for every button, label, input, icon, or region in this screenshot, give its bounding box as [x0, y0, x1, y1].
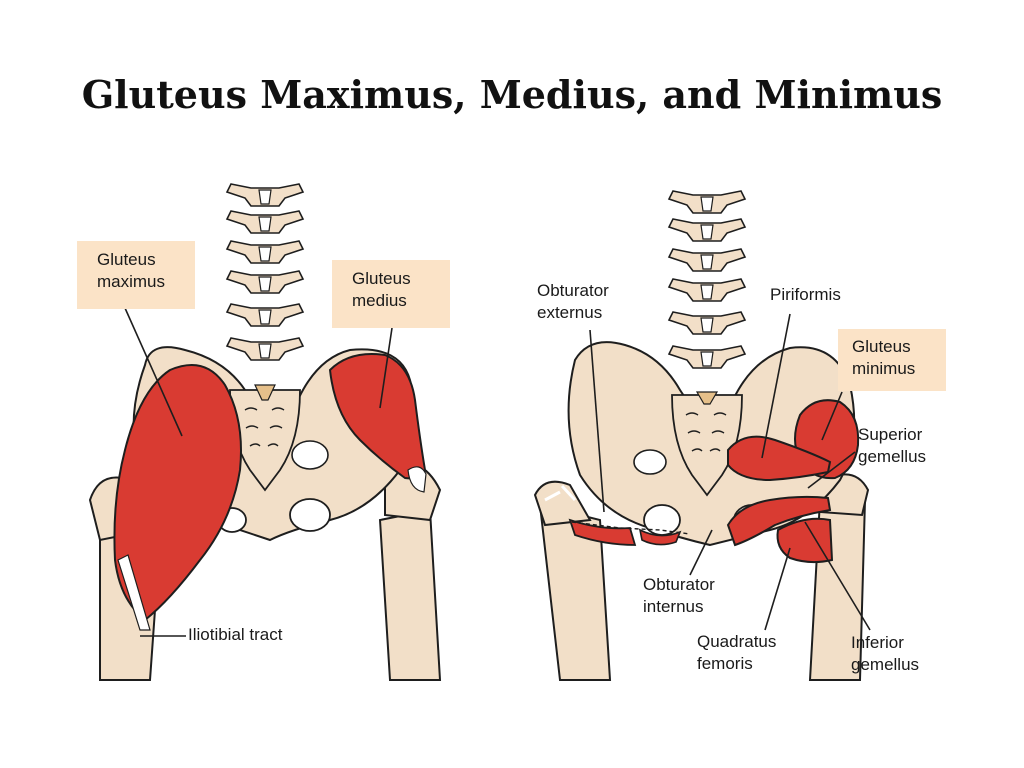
obturator-internus-label-line2: internus: [643, 597, 704, 616]
quadratus-femoris-label: Quadratus femoris: [697, 631, 776, 675]
gluteus-minimus-label-line1: Gluteus: [852, 337, 911, 356]
quadratus-femoris-label-line2: femoris: [697, 654, 753, 673]
obturator-internus-label-line1: Obturator: [643, 575, 715, 594]
gluteus-medius-label-line1: Gluteus: [352, 269, 411, 288]
obturator-externus-label-line1: Obturator: [537, 281, 609, 300]
quadratus-femoris-muscle: [776, 517, 834, 564]
slide-title: Gluteus Maximus, Medius, and Minimus: [81, 72, 943, 117]
inferior-gemellus-label-line1: Inferior: [851, 633, 904, 652]
gluteus-medius-label-box: Gluteus medius: [332, 260, 450, 328]
superior-gemellus-label: Superior gemellus: [858, 424, 926, 468]
superior-gemellus-label-line2: gemellus: [858, 447, 927, 466]
gluteus-minimus-label-line2: minimus: [852, 359, 916, 378]
obturator-externus-label: Obturator externus: [537, 280, 609, 324]
obturator-internus-label: Obturator internus: [643, 574, 715, 618]
inferior-gemellus-label: Inferior gemellus: [851, 632, 919, 676]
gluteus-maximus-label-line1: Gluteus: [97, 250, 156, 269]
quadratus-femoris-label-line1: Quadratus: [697, 632, 777, 651]
left-pelvis-figure: [88, 183, 442, 681]
superior-gemellus-label-line1: Superior: [858, 425, 923, 444]
gluteus-minimus-label-box: Gluteus minimus: [838, 329, 946, 391]
gluteus-maximus-muscle: [113, 364, 242, 622]
right-pelvis-figure: [533, 190, 871, 681]
gluteus-medius-muscle: [328, 353, 427, 480]
obturator-externus-muscle: [568, 518, 637, 546]
inferior-gemellus-label-line2: gemellus: [851, 655, 920, 674]
obturator-internus-muscle: [726, 495, 832, 547]
obturator-externus-label-line2: externus: [537, 303, 603, 322]
iliotibial-tract-label: Iliotibial tract: [188, 625, 283, 644]
gluteus-maximus-label-line2: maximus: [97, 272, 166, 291]
piriformis-label: Piriformis: [770, 285, 841, 304]
gluteus-maximus-label-box: Gluteus maximus: [77, 241, 195, 309]
gluteus-medius-label-line2: medius: [352, 291, 407, 310]
